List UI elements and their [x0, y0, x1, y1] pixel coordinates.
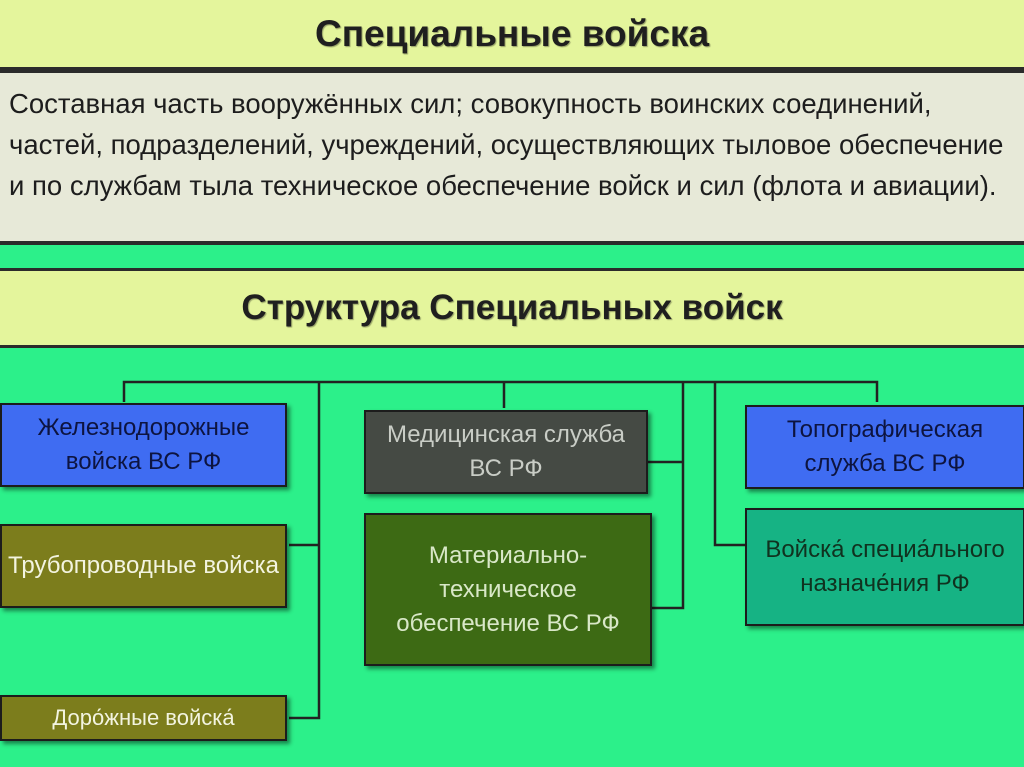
node-special-purpose-label: Войска́ специа́льного назначе́ния РФ [765, 536, 1005, 597]
node-pipeline-label: Трубопроводные войска [8, 552, 279, 579]
node-logistics-label: Материально-техническое обеспечение ВС Р… [396, 541, 620, 637]
node-pipeline-troops: Трубопроводные войска [0, 524, 287, 608]
node-medical-label: Медицинская служба ВС РФ [386, 421, 626, 482]
node-road-troops: Доро́жные войска́ [0, 695, 287, 741]
title-bar: Специальные войска [0, 0, 1024, 70]
node-railway-troops: Железнодорожные войска ВС РФ [0, 403, 287, 487]
structure-title: Структура Специальных войск [241, 288, 783, 327]
node-logistics-support: Материально-техническое обеспечение ВС Р… [364, 513, 652, 666]
connector-center-trunk [652, 382, 685, 610]
connector-right-trunk [713, 382, 745, 547]
node-medical-service: Медицинская служба ВС РФ [364, 410, 648, 494]
node-railway-label: Железнодорожные войска ВС РФ [37, 414, 250, 475]
connector-top-bus [122, 380, 879, 402]
definition-box: Составная часть вооружённых сил; совокуп… [0, 70, 1024, 245]
node-topographic-service: Топографическая служба ВС РФ [745, 405, 1024, 489]
structure-title-bar: Структура Специальных войск [0, 268, 1024, 348]
definition-text: Составная часть вооружённых сил; совокуп… [9, 88, 1004, 201]
page-title: Специальные войска [314, 12, 710, 54]
node-road-label: Доро́жные войска́ [52, 705, 235, 730]
node-special-purpose-troops: Войска́ специа́льного назначе́ния РФ [745, 508, 1024, 626]
node-topographic-label: Топографическая служба ВС РФ [786, 416, 984, 477]
connector-left-trunk [289, 382, 321, 720]
